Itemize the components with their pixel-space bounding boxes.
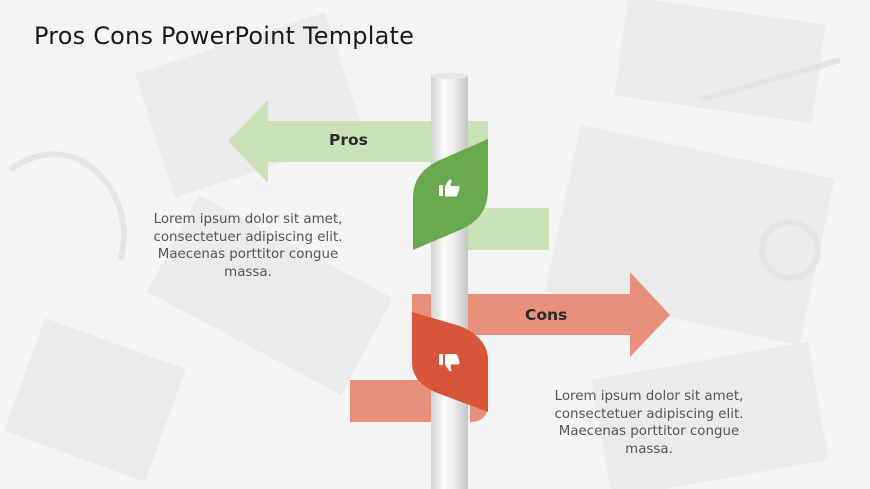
thumbs-up-icon bbox=[439, 179, 460, 197]
slide-title: Pros Cons PowerPoint Template bbox=[34, 22, 415, 50]
cons-description: Lorem ipsum dolor sit amet, consectetuer… bbox=[554, 389, 744, 457]
pros-description: Lorem ipsum dolor sit amet, consectetuer… bbox=[153, 212, 343, 280]
pros-arrow bbox=[228, 100, 488, 183]
cons-label: Cons bbox=[525, 306, 568, 324]
cons-arrow-tail bbox=[350, 380, 440, 422]
pole-top bbox=[431, 72, 468, 80]
cons-arrow bbox=[412, 272, 670, 357]
signpost-pole bbox=[431, 75, 468, 489]
thumbs-down-icon bbox=[439, 354, 460, 372]
pros-label: Pros bbox=[329, 131, 368, 149]
